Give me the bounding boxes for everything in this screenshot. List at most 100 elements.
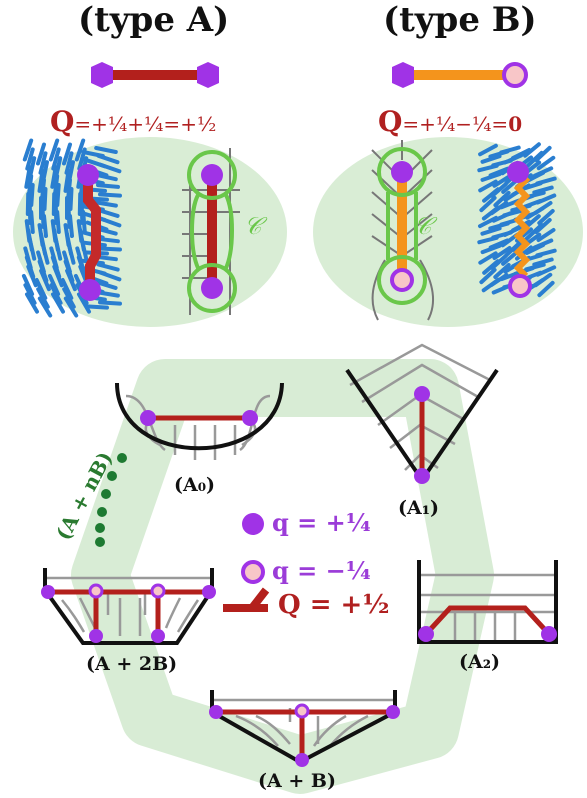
positive-defect-marker (386, 705, 400, 719)
positive-defect-marker (151, 629, 165, 643)
nematic-rod (98, 216, 122, 228)
nematic-rod (25, 147, 35, 171)
positive-defect-marker (541, 626, 557, 642)
nematic-rod (98, 300, 122, 306)
positive-defect-marker (77, 164, 99, 186)
nematic-rod (536, 155, 556, 171)
formula-a-expression: =+¼+¼=+½ (74, 112, 217, 136)
nematic-rod (66, 241, 76, 265)
positive-defect-marker (507, 161, 529, 183)
nematic-rod (499, 145, 521, 155)
nematic-rod (526, 150, 544, 168)
positive-defect-marker (201, 277, 223, 299)
nematic-rod (481, 205, 501, 221)
nematic-rod (478, 215, 498, 229)
nematic-rod (68, 214, 74, 238)
nematic-rod (37, 169, 45, 193)
nematic-rod (96, 183, 120, 189)
nematic-rod (499, 198, 521, 210)
legend-q-total: Q = +½ (278, 590, 390, 620)
nematic-rod (478, 143, 498, 157)
positive-defect-marker (140, 410, 156, 426)
state-a-plus-2b-diagram (41, 568, 216, 645)
nematic-rod (68, 187, 74, 211)
nematic-rod (492, 174, 512, 188)
nematic-rod (526, 222, 544, 240)
curve-c-label-b: 𝒞 (414, 212, 432, 240)
legend-q-positive: q = +¼ (272, 508, 371, 537)
nematic-rod (29, 210, 35, 234)
curve-c-label-a: 𝒞 (244, 212, 262, 240)
negative-defect-marker (294, 703, 310, 719)
nematic-rod (94, 280, 118, 290)
nematic-rod (27, 237, 37, 261)
nematic-rod (60, 278, 74, 300)
nematic-rod (79, 237, 89, 261)
title-type-b: (type B) (383, 0, 537, 40)
nematic-rod (81, 210, 87, 234)
nematic-rod (26, 264, 38, 288)
nematic-rod (74, 138, 86, 162)
nematic-rod (94, 200, 118, 208)
nematic-rod (504, 240, 522, 258)
negative-defect-marker (390, 268, 414, 292)
nematic-rod (501, 250, 519, 266)
positive-defect-marker (418, 626, 434, 642)
positive-defect-marker (79, 279, 101, 301)
negative-defect-marker (502, 62, 528, 88)
nematic-rod (48, 138, 60, 162)
nematic-rod (50, 165, 58, 189)
nematic-rod (502, 153, 524, 165)
nematic-rod (479, 267, 497, 285)
formula-b-expression: =+¼−¼= (402, 112, 509, 136)
positive-defect-marker (295, 753, 309, 767)
nematic-rod (98, 246, 122, 252)
state-a1-diagram (345, 343, 499, 484)
nematic-rod (482, 187, 500, 203)
nematic-rod (96, 236, 120, 244)
positive-defect-marker (201, 164, 223, 186)
nematic-rod (525, 206, 545, 220)
nematic-rod (42, 214, 48, 238)
nematic-rod (532, 257, 554, 267)
label-a-plus-b: (A + B) (258, 770, 336, 792)
nematic-rod (477, 163, 499, 173)
nematic-rod (537, 209, 555, 225)
nematic-rod (63, 169, 71, 193)
nematic-rod (524, 262, 546, 272)
title-type-a: (type A) (78, 0, 230, 40)
formula-type-a: Q=+¼+¼=+½ (50, 105, 216, 138)
nematic-rod (499, 270, 521, 282)
nematic-rod (62, 287, 76, 309)
positive-defect-marker (392, 62, 414, 88)
nematic-rod (63, 296, 79, 318)
positive-defect-marker (414, 386, 430, 402)
nematic-rod (98, 162, 122, 174)
nematic-rod (94, 146, 118, 154)
nematic-rod (42, 187, 48, 211)
positive-defect-marker (41, 585, 55, 599)
nematic-rod (94, 172, 118, 182)
nematic-rod (39, 268, 51, 292)
nematic-rod (55, 183, 61, 207)
nematic-rod (51, 147, 61, 171)
legend-positive-marker (242, 513, 264, 535)
nematic-rod (62, 142, 72, 166)
nematic-rod (85, 304, 109, 310)
nematic-rod (36, 142, 46, 166)
nematic-rod (479, 195, 497, 213)
positive-defect-marker (209, 705, 223, 719)
nematic-rod (478, 251, 498, 265)
nematic-rod (493, 190, 511, 208)
nematic-rod (96, 290, 120, 298)
nematic-rod (481, 277, 501, 293)
formula-type-b: Q=+¼−¼=0 (378, 105, 522, 138)
nematic-rod (480, 243, 502, 255)
nematic-rod (22, 138, 34, 162)
nematic-rod (55, 210, 61, 234)
state-a2-diagram (417, 560, 558, 644)
nematic-rod (77, 147, 87, 171)
nematic-rod (492, 246, 512, 260)
nematic-rod (52, 264, 64, 288)
